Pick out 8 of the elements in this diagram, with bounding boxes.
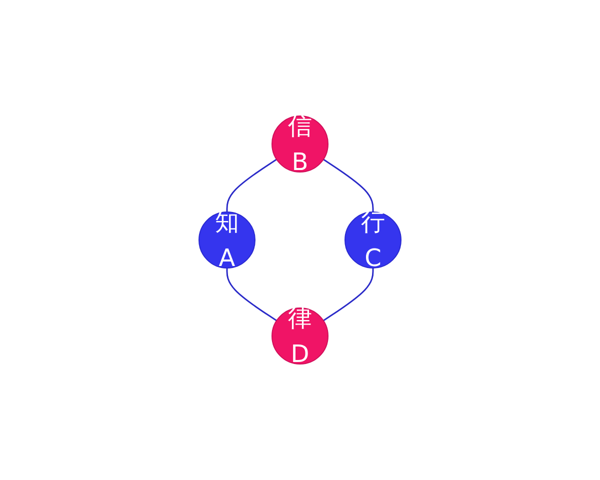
node-circle: 信 B — [272, 116, 328, 172]
node-circle: 律 D — [272, 308, 328, 364]
node-circle: 行 C — [344, 212, 402, 268]
connector — [226, 268, 278, 322]
connector — [322, 158, 374, 212]
node-circle: 知 A — [198, 212, 256, 268]
connector — [226, 158, 278, 212]
connector — [322, 268, 374, 322]
